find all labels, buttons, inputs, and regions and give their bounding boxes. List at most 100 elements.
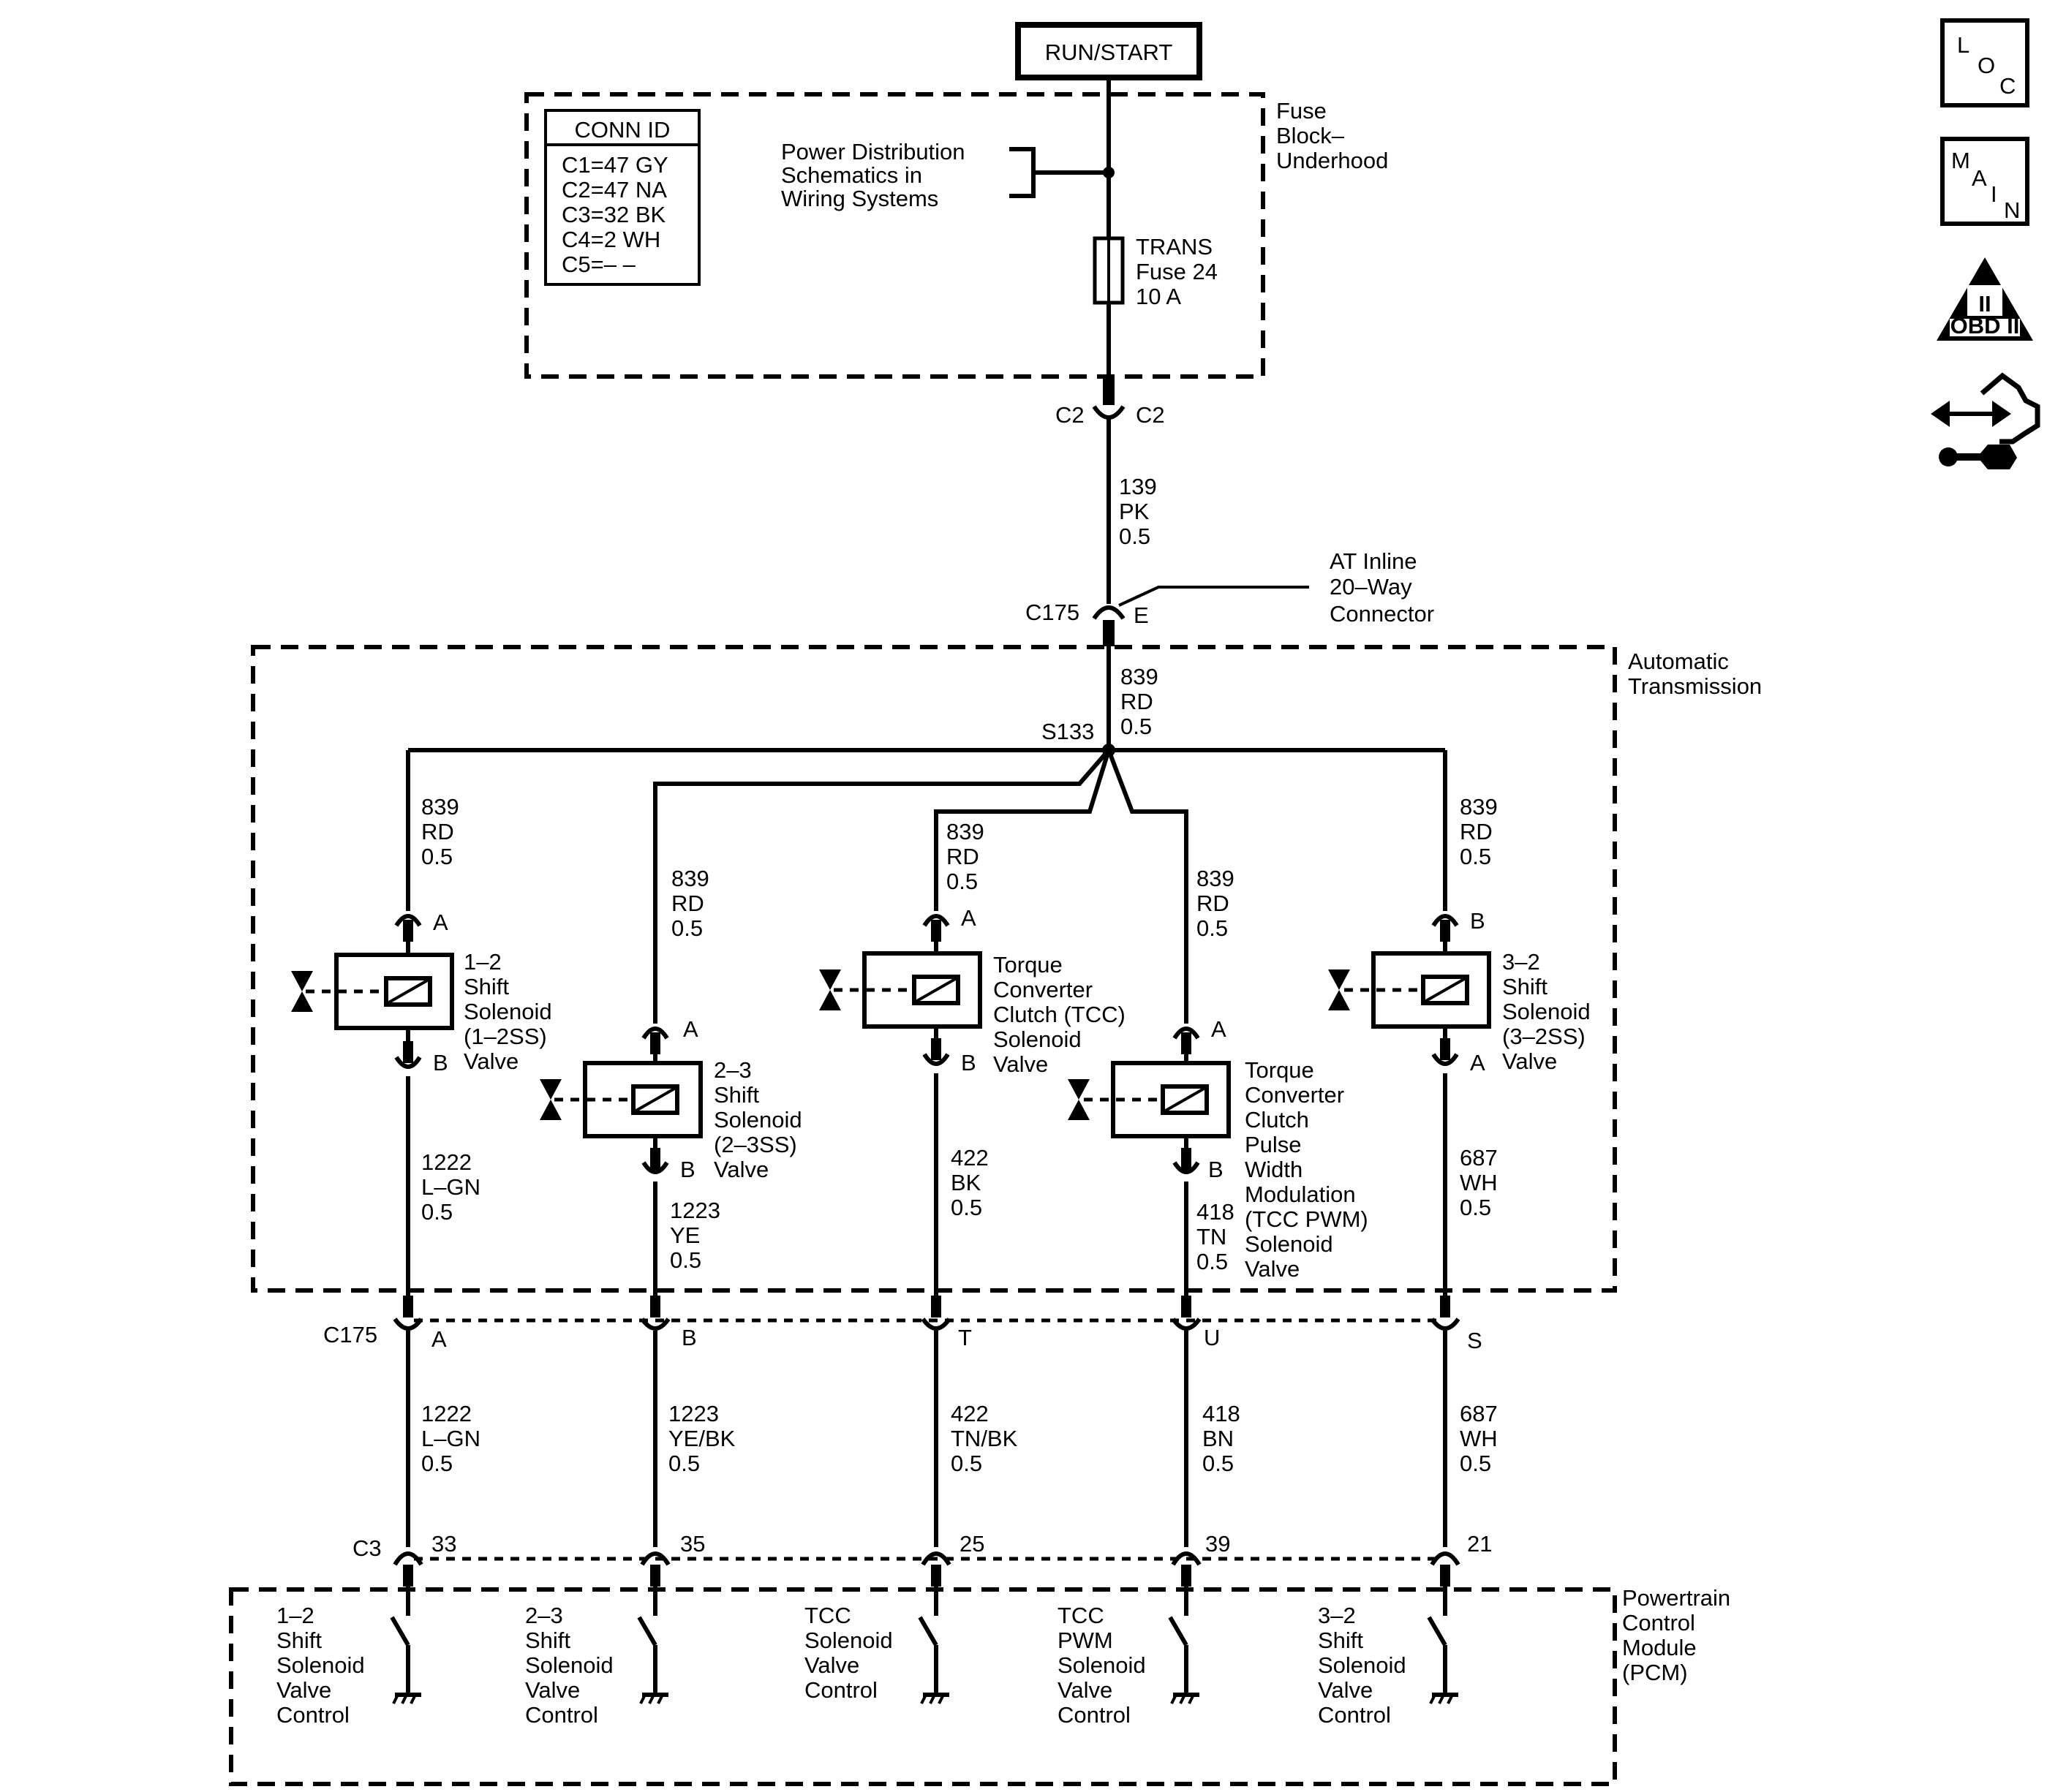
svg-text:(PCM): (PCM) bbox=[1622, 1660, 1688, 1685]
svg-text:39: 39 bbox=[1205, 1531, 1230, 1557]
svg-text:839: 839 bbox=[1120, 664, 1158, 689]
svg-text:0.5: 0.5 bbox=[946, 869, 978, 894]
fuse-block-outline bbox=[524, 92, 1265, 379]
svg-text:0.5: 0.5 bbox=[421, 1199, 453, 1225]
svg-text:Solenoid: Solenoid bbox=[804, 1627, 893, 1653]
svg-text:839: 839 bbox=[946, 819, 984, 844]
svg-text:0.5: 0.5 bbox=[1460, 1451, 1491, 1476]
svg-text:A: A bbox=[433, 910, 448, 935]
svg-text:Control: Control bbox=[804, 1677, 878, 1703]
c175-bottom-connector: C175 A B T U S bbox=[323, 1296, 1482, 1353]
power-distribution-ref: Power Distribution Schematics in Wiring … bbox=[781, 139, 1115, 211]
svg-text:Torque: Torque bbox=[993, 952, 1063, 978]
svg-text:Fuse: Fuse bbox=[1276, 98, 1327, 124]
svg-text:RD: RD bbox=[1460, 819, 1493, 844]
svg-text:0.5: 0.5 bbox=[421, 1451, 453, 1476]
svg-text:Shift: Shift bbox=[464, 974, 509, 999]
svg-text:Control: Control bbox=[1622, 1610, 1695, 1636]
svg-text:1223: 1223 bbox=[668, 1401, 719, 1426]
pcm-label: Powertrain Control Module (PCM) bbox=[1622, 1585, 1730, 1685]
svg-text:M: M bbox=[1951, 148, 1970, 173]
splice-s133: S133 bbox=[1041, 719, 1094, 744]
svg-text:YE/BK: YE/BK bbox=[668, 1426, 736, 1451]
svg-text:33: 33 bbox=[431, 1531, 456, 1557]
svg-text:C2: C2 bbox=[1136, 402, 1165, 428]
svg-text:C2: C2 bbox=[1055, 402, 1085, 428]
svg-text:Valve: Valve bbox=[714, 1157, 769, 1182]
svg-text:10 A: 10 A bbox=[1136, 284, 1181, 309]
svg-text:0.5: 0.5 bbox=[1119, 523, 1150, 549]
svg-text:E: E bbox=[1134, 602, 1149, 628]
svg-text:Control: Control bbox=[525, 1702, 598, 1728]
svg-text:RD: RD bbox=[671, 891, 704, 916]
svg-text:Torque: Torque bbox=[1245, 1057, 1314, 1083]
svg-text:Solenoid: Solenoid bbox=[1058, 1652, 1146, 1678]
svg-text:B: B bbox=[680, 1157, 695, 1182]
svg-text:C1=47 GY: C1=47 GY bbox=[562, 152, 668, 178]
svg-text:BK: BK bbox=[951, 1170, 981, 1195]
svg-text:RD: RD bbox=[421, 819, 454, 844]
wire-839-s1: 839 RD 0.5 bbox=[421, 794, 459, 869]
svg-text:C3: C3 bbox=[353, 1535, 382, 1561]
svg-text:YE: YE bbox=[670, 1222, 700, 1248]
diagnostic-tool-icon[interactable] bbox=[1931, 372, 2040, 469]
svg-text:Converter: Converter bbox=[1245, 1082, 1344, 1108]
svg-text:N: N bbox=[2004, 197, 2020, 223]
c175-top-connector: C175 E AT Inline 20–Way Connector bbox=[1025, 548, 1434, 646]
svg-text:Valve: Valve bbox=[1058, 1677, 1112, 1703]
svg-text:1222: 1222 bbox=[421, 1401, 472, 1426]
solenoid-3-2ss: 839 RD 0.5 B A 3–2 Shift Solenoid (3–2SS… bbox=[1328, 794, 1591, 1303]
svg-text:A: A bbox=[1972, 165, 1987, 191]
svg-text:0.5: 0.5 bbox=[1196, 1249, 1228, 1274]
svg-text:2–3: 2–3 bbox=[525, 1603, 563, 1628]
auto-trans-outline bbox=[251, 645, 1617, 1293]
svg-text:Solenoid: Solenoid bbox=[1318, 1652, 1406, 1678]
loc-icon[interactable]: L O C bbox=[1940, 18, 2029, 107]
svg-text:U: U bbox=[1204, 1325, 1220, 1350]
svg-text:RD: RD bbox=[1120, 689, 1153, 714]
svg-text:(2–3SS): (2–3SS) bbox=[714, 1132, 797, 1157]
svg-text:Valve: Valve bbox=[525, 1677, 580, 1703]
svg-text:Valve: Valve bbox=[1502, 1048, 1557, 1074]
svg-text:Solenoid: Solenoid bbox=[525, 1652, 614, 1678]
splice-network bbox=[406, 744, 1447, 1024]
svg-text:TRANS: TRANS bbox=[1136, 234, 1213, 260]
svg-text:Valve: Valve bbox=[1245, 1256, 1300, 1282]
svg-text:0.5: 0.5 bbox=[1460, 1195, 1491, 1220]
svg-text:0.5: 0.5 bbox=[951, 1195, 982, 1220]
svg-text:OBD II: OBD II bbox=[1950, 313, 2020, 339]
svg-text:T: T bbox=[958, 1325, 972, 1350]
obd-ii-icon[interactable]: II OBD II bbox=[1937, 257, 2033, 341]
svg-text:Shift: Shift bbox=[714, 1082, 759, 1108]
svg-text:0.5: 0.5 bbox=[670, 1247, 701, 1273]
svg-text:Solenoid: Solenoid bbox=[993, 1027, 1082, 1052]
wire-839-main-label: 839 RD 0.5 bbox=[1120, 664, 1158, 739]
svg-text:WH: WH bbox=[1460, 1170, 1498, 1195]
svg-text:Solenoid: Solenoid bbox=[1245, 1231, 1333, 1257]
svg-text:L–GN: L–GN bbox=[421, 1426, 480, 1451]
main-icon[interactable]: M A I N bbox=[1940, 137, 2029, 226]
svg-text:839: 839 bbox=[1460, 794, 1498, 820]
svg-text:C5=– –: C5=– – bbox=[562, 252, 636, 277]
svg-text:Valve: Valve bbox=[804, 1652, 859, 1678]
svg-text:Connector: Connector bbox=[1330, 601, 1434, 627]
svg-text:I: I bbox=[1991, 181, 1997, 207]
svg-text:839: 839 bbox=[421, 794, 459, 820]
pcm-outline bbox=[229, 1587, 1617, 1786]
svg-text:422: 422 bbox=[951, 1401, 989, 1426]
svg-text:C: C bbox=[1999, 73, 2016, 99]
fuse-block-label: Fuse Block– Underhood bbox=[1276, 98, 1388, 173]
svg-text:Underhood: Underhood bbox=[1276, 148, 1388, 173]
svg-text:Power Distribution: Power Distribution bbox=[781, 139, 965, 165]
svg-text:839: 839 bbox=[1196, 866, 1234, 891]
svg-text:Valve: Valve bbox=[993, 1051, 1048, 1077]
svg-text:2–3: 2–3 bbox=[714, 1057, 752, 1083]
svg-text:Wiring Systems: Wiring Systems bbox=[781, 186, 938, 211]
svg-text:418: 418 bbox=[1202, 1401, 1240, 1426]
pcm-switch-1: 1–2 Shift Solenoid Valve Control bbox=[276, 1587, 421, 1728]
svg-text:0.5: 0.5 bbox=[1460, 844, 1491, 869]
svg-text:0.5: 0.5 bbox=[951, 1451, 982, 1476]
svg-text:RD: RD bbox=[1196, 891, 1229, 916]
svg-text:C175: C175 bbox=[323, 1322, 377, 1347]
